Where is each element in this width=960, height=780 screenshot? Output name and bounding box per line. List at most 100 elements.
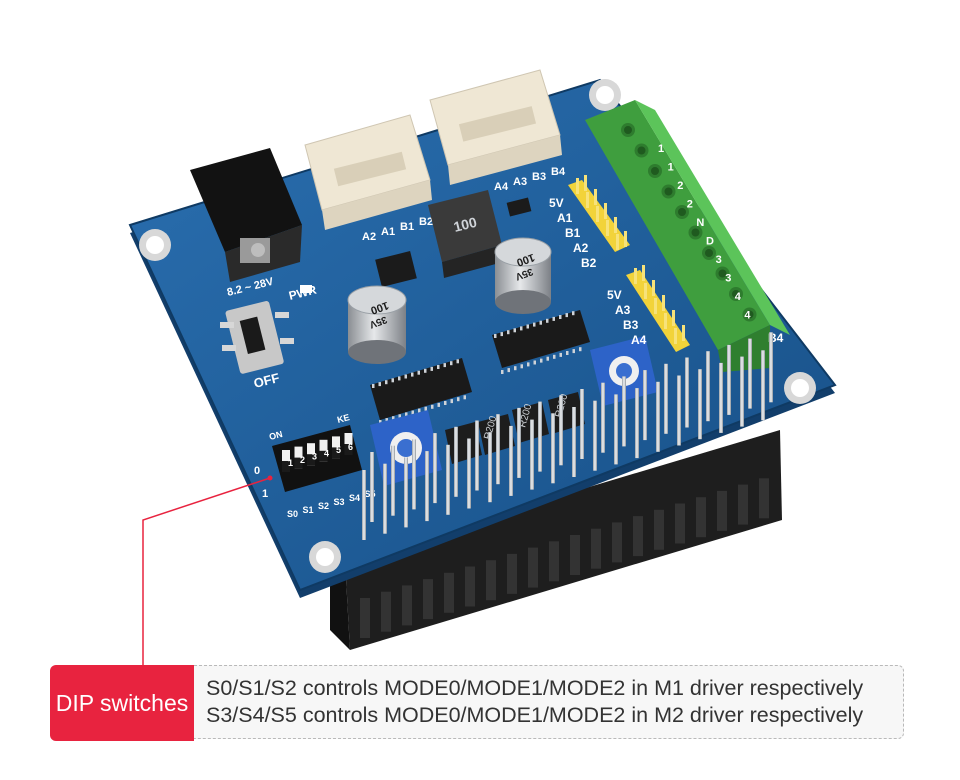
terminal-screw-slot	[691, 228, 700, 237]
capacitor-2: 100 35V	[494, 237, 552, 314]
driver-ic-m1	[370, 358, 472, 424]
ic-pin	[404, 374, 407, 379]
gpio-pin	[677, 375, 681, 446]
ic-pin	[444, 401, 447, 405]
gpio-pin	[748, 338, 752, 409]
ic-pin	[379, 420, 382, 424]
ic-pin	[559, 352, 562, 357]
dip-number: 5	[336, 445, 341, 455]
gpio-pin	[538, 401, 542, 472]
header-pin	[634, 268, 637, 284]
gpio-pin	[727, 344, 731, 415]
gpio-pin	[454, 426, 458, 497]
gpio-pin	[593, 400, 597, 471]
driver-ic-m2	[492, 310, 590, 374]
ic-pin	[572, 311, 575, 316]
header-slot	[528, 547, 538, 588]
ic-pin	[520, 326, 523, 331]
potentiometer-2	[590, 336, 658, 406]
header-pin	[614, 217, 617, 233]
ic-pin	[385, 418, 388, 423]
header-m1-label: 5V	[549, 196, 564, 210]
header-slot	[717, 490, 727, 531]
ic-pin	[378, 382, 381, 387]
ic-pin	[540, 358, 543, 363]
ic-pin	[424, 406, 427, 411]
gpio-pin	[580, 389, 584, 459]
callout-line-m2: S3/S4/S5 controls MODE0/MODE1/MODE2 in M…	[206, 703, 864, 727]
dip-key-slider	[307, 454, 315, 466]
gpio-pin	[496, 414, 500, 485]
inductor: 100	[428, 190, 503, 278]
header-m1-label: B1	[565, 226, 581, 240]
dip-number: 4	[324, 448, 329, 458]
header-pin	[662, 295, 665, 311]
dip-number: 1	[288, 458, 293, 468]
terminal-label: 3	[725, 273, 731, 285]
ic-pin	[552, 316, 555, 321]
pwr-led	[300, 285, 312, 293]
dip-on-label: ON	[268, 429, 284, 442]
header-m1-label: A1	[557, 211, 573, 225]
callout-description: S0/S1/S2 controls MODE0/MODE1/MODE2 in M…	[194, 665, 904, 739]
terminal-label: D	[706, 236, 714, 248]
ic-pin	[391, 378, 394, 383]
ic-pin	[526, 324, 529, 329]
ic-pin	[405, 412, 408, 417]
terminal-screw-slot	[664, 187, 673, 196]
header-pin	[642, 265, 645, 281]
header-pin	[584, 175, 587, 191]
dc-power-jack	[190, 148, 302, 282]
terminal-screw-slot	[718, 269, 727, 278]
gpio-pin	[643, 370, 647, 441]
ic-pin	[500, 332, 503, 337]
header-slot	[612, 522, 622, 563]
capacitor-label: 100	[369, 299, 390, 317]
header-m2-label: 5V	[607, 288, 622, 302]
header-m2-label: A3	[615, 303, 631, 317]
terminal-label: 2	[687, 199, 693, 211]
ic-pin	[411, 410, 414, 415]
header-slot	[423, 579, 433, 620]
terminal-screw-slot	[732, 290, 740, 298]
gpio-pins	[362, 332, 773, 540]
gpio-pin	[412, 439, 416, 510]
terminal-screw-slot	[745, 310, 754, 319]
header-slot	[444, 572, 454, 613]
dip-switch-block	[272, 425, 362, 492]
header-pin	[624, 231, 627, 247]
inductor-label: 100	[452, 214, 479, 235]
dip-switch-name: S0	[287, 509, 298, 519]
ic-pin	[527, 362, 530, 367]
header-m2-label: A4	[631, 333, 647, 347]
ic-pin	[501, 370, 504, 374]
terminal-label: 1	[658, 143, 664, 155]
gpio-pin	[664, 363, 668, 434]
terminal-screw-slot	[705, 249, 713, 257]
gpio-pin	[467, 438, 471, 509]
gpio-pin	[551, 413, 555, 484]
ic-pin	[559, 315, 562, 319]
header-slot	[738, 484, 748, 525]
gpio-pin	[698, 369, 702, 440]
callout-leader-line	[142, 475, 273, 665]
ic-pin	[437, 365, 440, 369]
ic-pin	[417, 370, 420, 375]
power-slide-switch	[220, 301, 294, 374]
terminal-label: 3	[716, 254, 722, 266]
dip-key-slider	[294, 457, 303, 469]
header-pin	[674, 328, 677, 344]
pin-header-m2	[626, 265, 690, 352]
ic-pin	[565, 313, 568, 318]
gpio-pin	[509, 425, 513, 496]
ic-pin	[539, 320, 542, 325]
gpio-pin	[601, 382, 605, 453]
pin-header-m1	[568, 175, 630, 252]
small-chip	[506, 197, 532, 217]
m1-pin-label: A1	[381, 226, 395, 238]
gpio-pin	[761, 350, 765, 421]
gpio-pin	[740, 356, 744, 427]
header-pin	[664, 313, 667, 329]
ic-pin	[494, 334, 497, 338]
